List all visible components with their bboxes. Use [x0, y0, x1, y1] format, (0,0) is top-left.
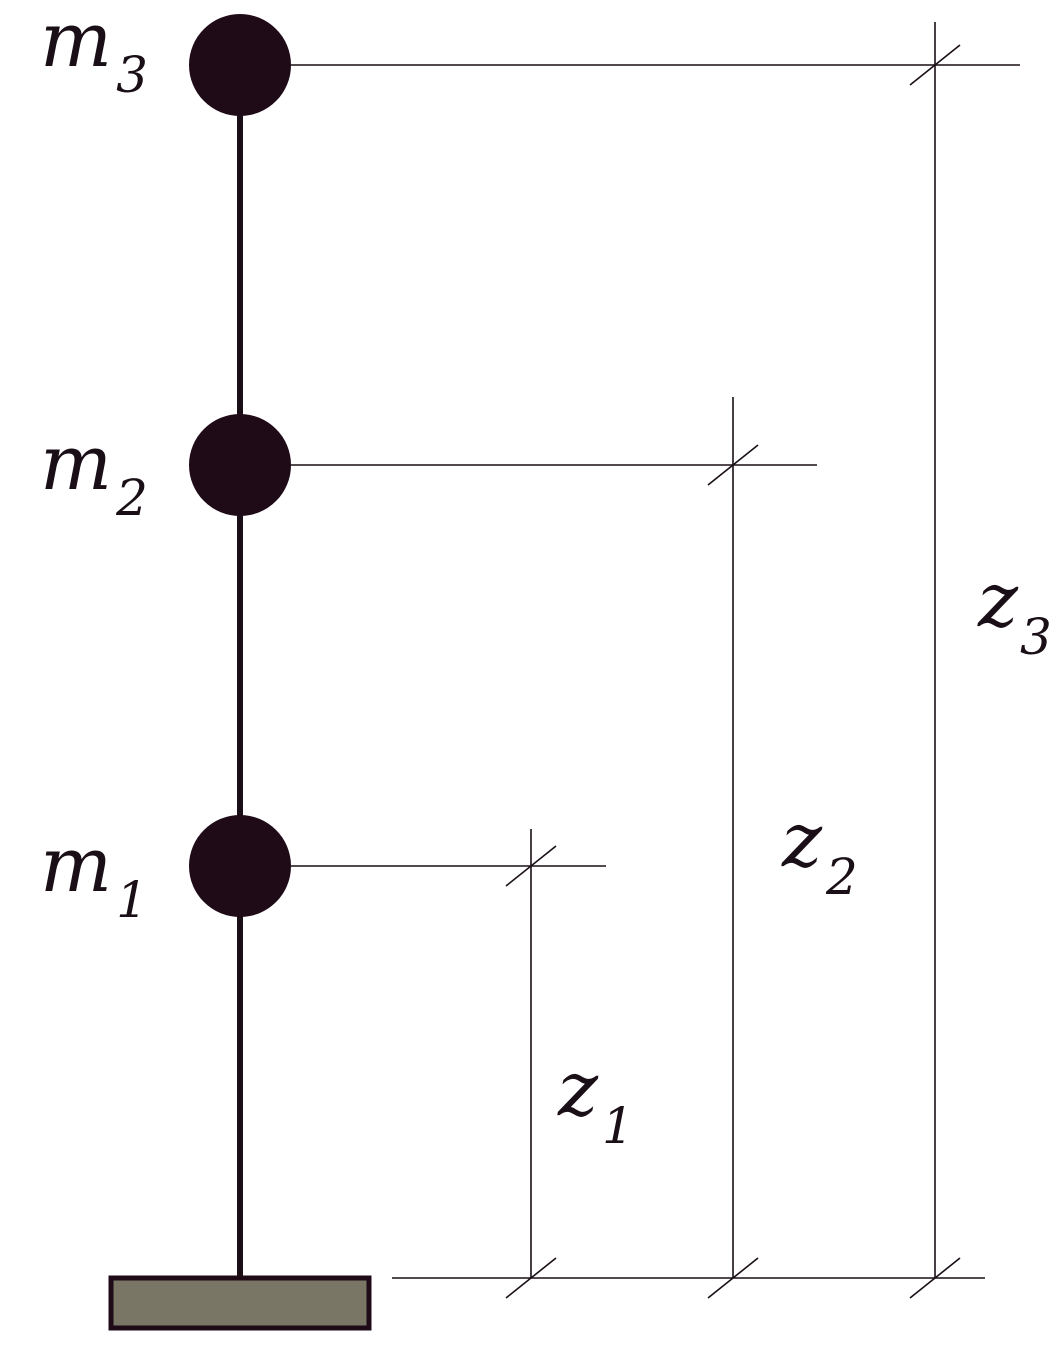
height-z3-label: z3 — [977, 555, 1052, 666]
mass-2-node — [189, 414, 291, 516]
mass-2-label: m2 — [40, 418, 148, 527]
height-z1-label: z1 — [557, 1044, 634, 1155]
tick-z3-bottom — [909, 1257, 961, 1299]
tick-z1-bottom — [505, 1257, 557, 1299]
tick-z2-top — [707, 444, 759, 486]
mass-3-node — [189, 14, 291, 116]
mass-1-label: m1 — [40, 820, 148, 929]
tick-z2-bottom — [707, 1257, 759, 1299]
foundation-base — [108, 1275, 372, 1331]
height-z2-label: z2 — [781, 795, 858, 906]
mass-3-label: m3 — [40, 0, 148, 104]
mass-1-node — [189, 815, 291, 917]
tick-z1-top — [505, 845, 557, 887]
tick-z3-top — [909, 44, 961, 86]
